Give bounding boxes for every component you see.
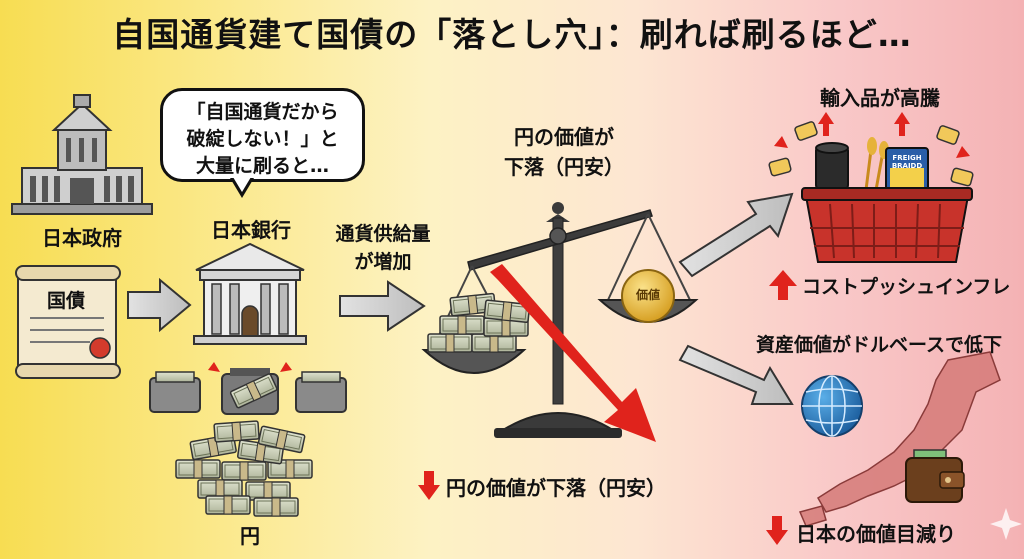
page-title: 自国通貨建て国債の「落とし穴」：刷れば刷るほど… <box>112 15 912 54</box>
price-up-arrows <box>774 112 970 158</box>
speech-bubble: 「自国通貨だから 破綻しない！」と 大量に刷ると… <box>160 88 365 182</box>
money-supply-label: 通貨供給量 が増加 <box>318 220 448 276</box>
speech-line-1: 「自国通貨だから <box>186 101 339 123</box>
yen-fall-caption: 円の価値が下落（円安） <box>446 476 666 500</box>
wallet-icon <box>905 449 965 503</box>
bond-scroll-icon <box>15 265 121 379</box>
yen-value-line-2: 下落（円安） <box>504 155 624 179</box>
speech-line-2: 破綻しない！」と <box>186 128 339 150</box>
cereal-box-text-1: FREIGH <box>892 154 922 162</box>
bond-label: 国債 <box>46 290 85 312</box>
sparkle-icon <box>990 508 1022 540</box>
inflation-up-arrow-icon <box>769 270 797 300</box>
speech-line-3: 大量に刷ると… <box>195 155 329 177</box>
yen-value-label: 円の価値が 下落（円安） <box>494 122 634 182</box>
speech-bubble-tail-fill <box>233 177 251 192</box>
scale-to-assets-arrow <box>678 344 794 405</box>
money-printer-icon <box>149 362 347 415</box>
balance-scale-icon <box>421 202 699 438</box>
bond-to-bank-arrow <box>127 277 192 333</box>
government-building-icon <box>11 94 153 215</box>
central-bank-icon <box>193 242 307 345</box>
yen-value-line-1: 円の価値が <box>514 125 614 149</box>
money-supply-line-2: が増加 <box>354 251 412 273</box>
globe-icon <box>801 375 863 437</box>
assets-caption: 日本の価値目減り <box>796 522 956 546</box>
scale-to-imports-arrow <box>678 192 794 278</box>
value-coin-icon <box>621 269 675 323</box>
falling-red-arrow <box>490 264 656 442</box>
money-supply-line-1: 通貨供給量 <box>335 223 431 245</box>
money-pile-label: 円 <box>240 524 260 548</box>
cereal-box-text: FREIGH BRAIDD <box>890 154 924 170</box>
coin-label: 価値 <box>635 288 660 302</box>
imports-caption: コストプッシュインフレ <box>802 276 1011 298</box>
cereal-box-text-2: BRAIDD <box>891 162 923 170</box>
price-tag-icons <box>768 121 974 187</box>
bank-to-scale-arrow <box>339 280 426 332</box>
japan-map-icon <box>798 351 1001 527</box>
assets-title: 資産価値がドルベースで低下 <box>755 334 1003 356</box>
yen-fall-down-arrow-icon <box>418 471 440 500</box>
value-down-arrow-icon <box>766 516 788 545</box>
money-pile-icon <box>175 420 313 517</box>
government-label: 日本政府 <box>42 226 122 250</box>
central-bank-label: 日本銀行 <box>211 218 291 242</box>
imports-title: 輸入品が高騰 <box>820 86 940 110</box>
import-goods-basket-icon <box>768 112 974 263</box>
